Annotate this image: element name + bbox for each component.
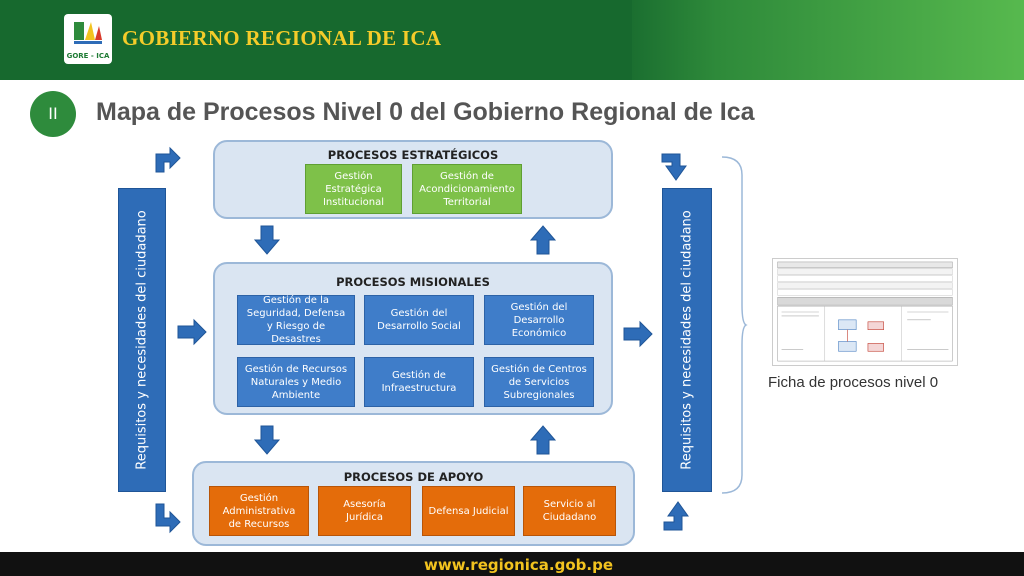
arrow-right-icon <box>623 320 653 348</box>
ficha-process-thumbnail <box>772 258 958 366</box>
strategic-process-box: Gestión de Acondicionamiento Territorial <box>412 164 522 214</box>
support-process-box: Servicio al Ciudadano <box>523 486 616 536</box>
support-process-box: Gestión Administrativa de Recursos <box>209 486 309 536</box>
left-requirements-label: Requisitos y necesidades del ciudadano <box>134 210 150 470</box>
section-badge: II <box>30 91 76 137</box>
mission-process-box: Gestión de la Seguridad, Defensa y Riesg… <box>237 295 355 345</box>
gore-ica-logo: GORE - ICA <box>64 14 112 64</box>
org-name: GOBIERNO REGIONAL DE ICA <box>122 26 442 50</box>
support-process-box: Defensa Judicial <box>422 486 515 536</box>
arrow-right-icon <box>177 318 207 346</box>
mission-processes-title: PROCESOS MISIONALES <box>336 275 490 289</box>
logo-text: GORE - ICA <box>66 52 110 60</box>
arrow-up-icon <box>529 425 557 455</box>
arrow-down-icon <box>253 225 281 255</box>
ficha-caption: Ficha de procesos nivel 0 <box>768 374 939 391</box>
corner-arrow-right-up-icon <box>663 501 689 531</box>
support-processes-title: PROCESOS DE APOYO <box>343 470 484 484</box>
left-requirements-bar: Requisitos y necesidades del ciudadano <box>118 188 166 492</box>
arrow-up-icon <box>529 225 557 255</box>
slide-title: Mapa de Procesos Nivel 0 del Gobierno Re… <box>96 98 755 126</box>
footer-url: www.regionica.gob.pe <box>424 556 613 574</box>
mission-process-box: Gestión de Infraestructura <box>364 357 474 407</box>
corner-arrow-right-down-icon <box>661 153 687 181</box>
mission-process-box: Gestión del Desarrollo Económico <box>484 295 594 345</box>
logo-emblem-icon <box>74 22 102 44</box>
right-requirements-label: Requisitos y necesidades del ciudadano <box>679 210 695 470</box>
right-brace <box>721 156 748 494</box>
corner-arrow-down-right-icon <box>155 503 181 534</box>
strategic-process-box: Gestión Estratégica Institucional <box>305 164 402 214</box>
corner-arrow-up-right-icon <box>155 146 181 173</box>
mission-process-box: Gestión de Recursos Naturales y Medio Am… <box>237 357 355 407</box>
mission-process-box: Gestión del Desarrollo Social <box>364 295 474 345</box>
right-requirements-bar: Requisitos y necesidades del ciudadano <box>662 188 712 492</box>
support-process-box: Asesoría Jurídica <box>318 486 411 536</box>
strategic-processes-title: PROCESOS ESTRATÉGICOS <box>327 148 499 162</box>
footer-bar <box>0 552 1024 576</box>
mission-process-box: Gestión de Centros de Servicios Subregio… <box>484 357 594 407</box>
arrow-down-icon <box>253 425 281 455</box>
